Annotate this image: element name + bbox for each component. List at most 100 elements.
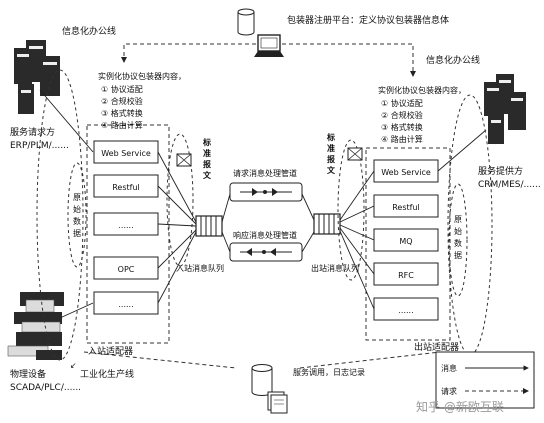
right-protocol-restful[interactable]: Restful [373, 194, 439, 218]
svg-text:报: 报 [203, 159, 211, 169]
svg-text:② 合规校验: ② 合规校验 [101, 96, 143, 106]
left-raw-data-ellipse [67, 162, 87, 268]
svg-text:据: 据 [73, 228, 81, 238]
svg-text:始: 始 [73, 204, 81, 214]
left-office-line-label: 信息化办公线 [62, 25, 116, 37]
svg-text:① 协议适配: ① 协议适配 [381, 98, 423, 108]
right-wrapper-content: 实例化协议包装器内容， ① 协议适配 ② 合规校验 ③ 格式转换 ④ 路由计算 [378, 85, 466, 144]
left-std-message-label: 标 准 报 文 [202, 137, 212, 180]
request-pipeline-label: 请求消息处理管道 [233, 168, 297, 178]
plant-label: 物理设备 [10, 368, 46, 380]
svg-text:实例化协议包装器内容，: 实例化协议包装器内容， [98, 71, 186, 81]
response-pipeline-to-queue [221, 231, 231, 253]
right-protocol-webservice[interactable]: Web Service [373, 159, 439, 183]
response-pipeline-label: 响应消息处理管道 [233, 230, 297, 240]
log-service-label: 服务调用，日志记录 [293, 367, 365, 377]
inbound-queue-icon [195, 215, 223, 237]
left-protocol-more-1[interactable]: ...... [93, 212, 159, 236]
registry-database-icon [237, 8, 255, 36]
right-std-message-ellipse [337, 139, 365, 281]
left-bus-arrow: ↙ [70, 361, 77, 370]
svg-text:Web Service: Web Service [381, 168, 431, 177]
svg-text:Web Service: Web Service [101, 149, 151, 158]
request-pipeline-to-queue [301, 193, 315, 221]
right-std-message-label: 标 准 报 文 [326, 132, 336, 175]
inbound-queue-label: 入站消息队列 [176, 263, 224, 273]
registry-laptop-icon [254, 34, 284, 57]
left-protocol-webservice[interactable]: Web Service [93, 140, 159, 164]
adapters-to-log-connector [83, 351, 441, 369]
queue-to-response-pipeline [301, 231, 315, 253]
svg-text:④ 路由计算: ④ 路由计算 [101, 120, 143, 130]
right-protocol-mq[interactable]: MQ [373, 228, 439, 252]
svg-text:数: 数 [73, 216, 81, 226]
plant-systems-label: SCADA/PLC/...... [10, 383, 81, 393]
registry-label: 包装器注册平台：定义协议包装器信息体 [287, 14, 449, 26]
svg-text:......: ...... [398, 306, 413, 315]
legend: 消息 请求 [435, 351, 535, 409]
response-pipeline-icon [229, 242, 303, 262]
provider-label: 服务提供方 [478, 165, 523, 177]
left-protocol-opc[interactable]: OPC [93, 256, 159, 280]
svg-text:① 协议适配: ① 协议适配 [101, 84, 143, 94]
inbound-adapter-label: 入站适配器 [88, 345, 133, 357]
left-protocol-more-2[interactable]: ...... [93, 291, 159, 315]
svg-text:原: 原 [454, 215, 462, 224]
right-envelope-icon [347, 147, 363, 161]
svg-text:③ 格式转换: ③ 格式转换 [381, 122, 423, 132]
svg-text:RFC: RFC [398, 271, 414, 280]
svg-text:文: 文 [203, 170, 212, 180]
svg-text:始: 始 [454, 226, 462, 236]
legend-request-label: 请求 [441, 386, 457, 396]
left-bus-ellipse [36, 69, 84, 361]
watermark: 知乎 @新欧互联 [416, 399, 504, 414]
outbound-adapter-label: 出站适配器 [414, 341, 459, 353]
left-envelope-icon [176, 153, 192, 167]
svg-text:准: 准 [327, 143, 335, 153]
left-std-message-ellipse [166, 133, 194, 267]
right-raw-data-label: 原 始 数 据 [454, 215, 462, 260]
right-fanout-arrows [339, 129, 487, 310]
left-server-cluster-icon [14, 40, 60, 114]
svg-text:OPC: OPC [118, 265, 135, 274]
outbound-adapter-panel [365, 147, 451, 341]
right-bus-ellipse [447, 94, 493, 356]
svg-text:文: 文 [327, 165, 336, 175]
svg-text:④ 路由计算: ④ 路由计算 [381, 134, 423, 144]
svg-text:数: 数 [454, 238, 462, 248]
provider-systems-label: CRM/MES/...... [478, 180, 541, 190]
svg-text:据: 据 [454, 250, 462, 260]
registry-to-left-connector [121, 43, 256, 63]
outbound-queue-icon [313, 213, 341, 235]
legend-message-label: 消息 [441, 363, 457, 373]
left-protocol-restful[interactable]: Restful [93, 174, 159, 198]
registry-to-right-connector [282, 43, 416, 77]
svg-text:② 合规校验: ② 合规校验 [381, 110, 423, 120]
queue-to-request-pipeline [221, 193, 231, 223]
right-office-line-label: 信息化办公线 [426, 54, 480, 66]
svg-text:标: 标 [326, 132, 335, 142]
left-wrapper-content: 实例化协议包装器内容， ① 协议适配 ② 合规校验 ③ 格式转换 ④ 路由计算 [98, 71, 186, 130]
log-database-icon [251, 364, 273, 396]
svg-text:③ 格式转换: ③ 格式转换 [101, 108, 143, 118]
svg-text:报: 报 [327, 154, 335, 164]
left-plant-equipment-icon [7, 292, 64, 360]
request-pipeline-icon [229, 182, 303, 202]
left-raw-data-label: 原 始 数 据 [73, 193, 81, 238]
svg-text:Restful: Restful [112, 183, 140, 192]
svg-text:实例化协议包装器内容，: 实例化协议包装器内容， [378, 85, 466, 95]
right-server-cluster-icon [484, 74, 526, 144]
svg-text:标: 标 [202, 137, 211, 147]
log-document-icon [267, 391, 288, 414]
requester-label: 服务请求方 [10, 126, 55, 138]
right-protocol-more[interactable]: ...... [373, 297, 439, 321]
svg-text:......: ...... [118, 221, 133, 230]
left-fanin-arrows [39, 89, 197, 319]
outbound-queue-label: 出站消息队列 [311, 263, 359, 273]
industrial-line-label: 工业化生产线 [80, 368, 134, 380]
svg-text:......: ...... [118, 300, 133, 309]
right-protocol-rfc[interactable]: RFC [373, 262, 439, 286]
svg-text:原: 原 [73, 193, 81, 202]
right-raw-data-ellipse [448, 183, 468, 297]
